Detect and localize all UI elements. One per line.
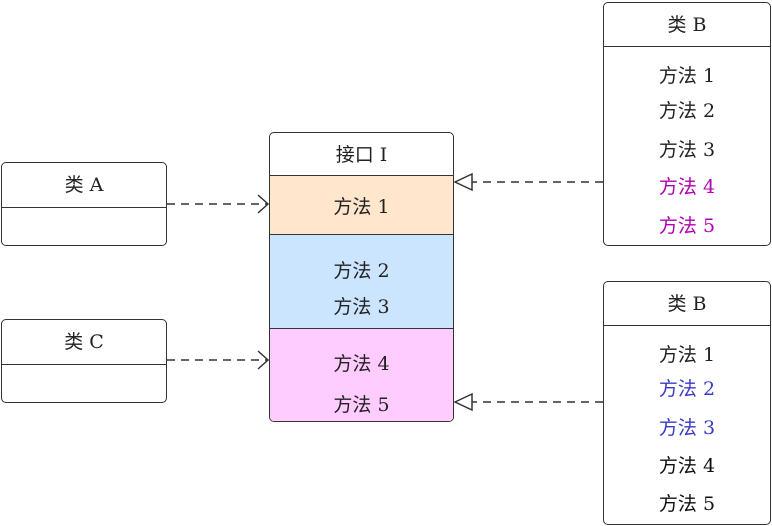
interface-i-box: 接口 I 方法 1 方法 2 方法 3 方法 4 方法 5 — [269, 132, 454, 422]
class-a-title: 类 A — [2, 163, 166, 208]
dependency-a-arrowhead — [257, 194, 270, 214]
interface-section-1: 方法 1 — [270, 175, 453, 235]
interface-method-5: 方法 5 — [333, 394, 390, 416]
realization-b-bottom-arrowhead — [453, 392, 473, 412]
class-b-bottom-title: 类 B — [604, 282, 770, 326]
class-b-bottom-method-3: 方法 3 — [658, 417, 716, 439]
class-b-top-box: 类 B 方法 1 方法 2 方法 3 方法 4 方法 5 — [603, 2, 771, 246]
class-a-box: 类 A — [1, 162, 167, 246]
interface-section-2: 方法 2 方法 3 — [270, 234, 453, 329]
interface-method-2: 方法 2 — [333, 260, 390, 282]
class-b-top-method-1: 方法 1 — [658, 65, 716, 87]
interface-section-3: 方法 4 方法 5 — [270, 328, 453, 421]
class-c-title: 类 C — [2, 320, 166, 365]
class-c-box: 类 C — [1, 319, 167, 403]
interface-method-1: 方法 1 — [333, 196, 390, 218]
interface-method-3: 方法 3 — [333, 296, 390, 318]
class-b-top-method-4: 方法 4 — [658, 176, 716, 198]
interface-method-4: 方法 4 — [333, 353, 390, 375]
class-b-bottom-method-1: 方法 1 — [658, 344, 716, 366]
class-b-top-method-2: 方法 2 — [658, 100, 716, 122]
class-b-bottom-method-4: 方法 4 — [658, 455, 716, 477]
class-b-bottom-box: 类 B 方法 1 方法 2 方法 3 方法 4 方法 5 — [603, 281, 771, 525]
class-b-bottom-method-2: 方法 2 — [658, 378, 716, 400]
dependency-c-arrowhead — [257, 350, 270, 370]
interface-i-title: 接口 I — [335, 144, 388, 166]
realization-b-top-arrowhead — [453, 172, 473, 192]
class-b-bottom-method-5: 方法 5 — [658, 493, 716, 515]
class-b-top-method-3: 方法 3 — [658, 139, 716, 161]
class-b-top-method-5: 方法 5 — [658, 215, 716, 237]
class-b-top-title: 类 B — [604, 3, 770, 47]
